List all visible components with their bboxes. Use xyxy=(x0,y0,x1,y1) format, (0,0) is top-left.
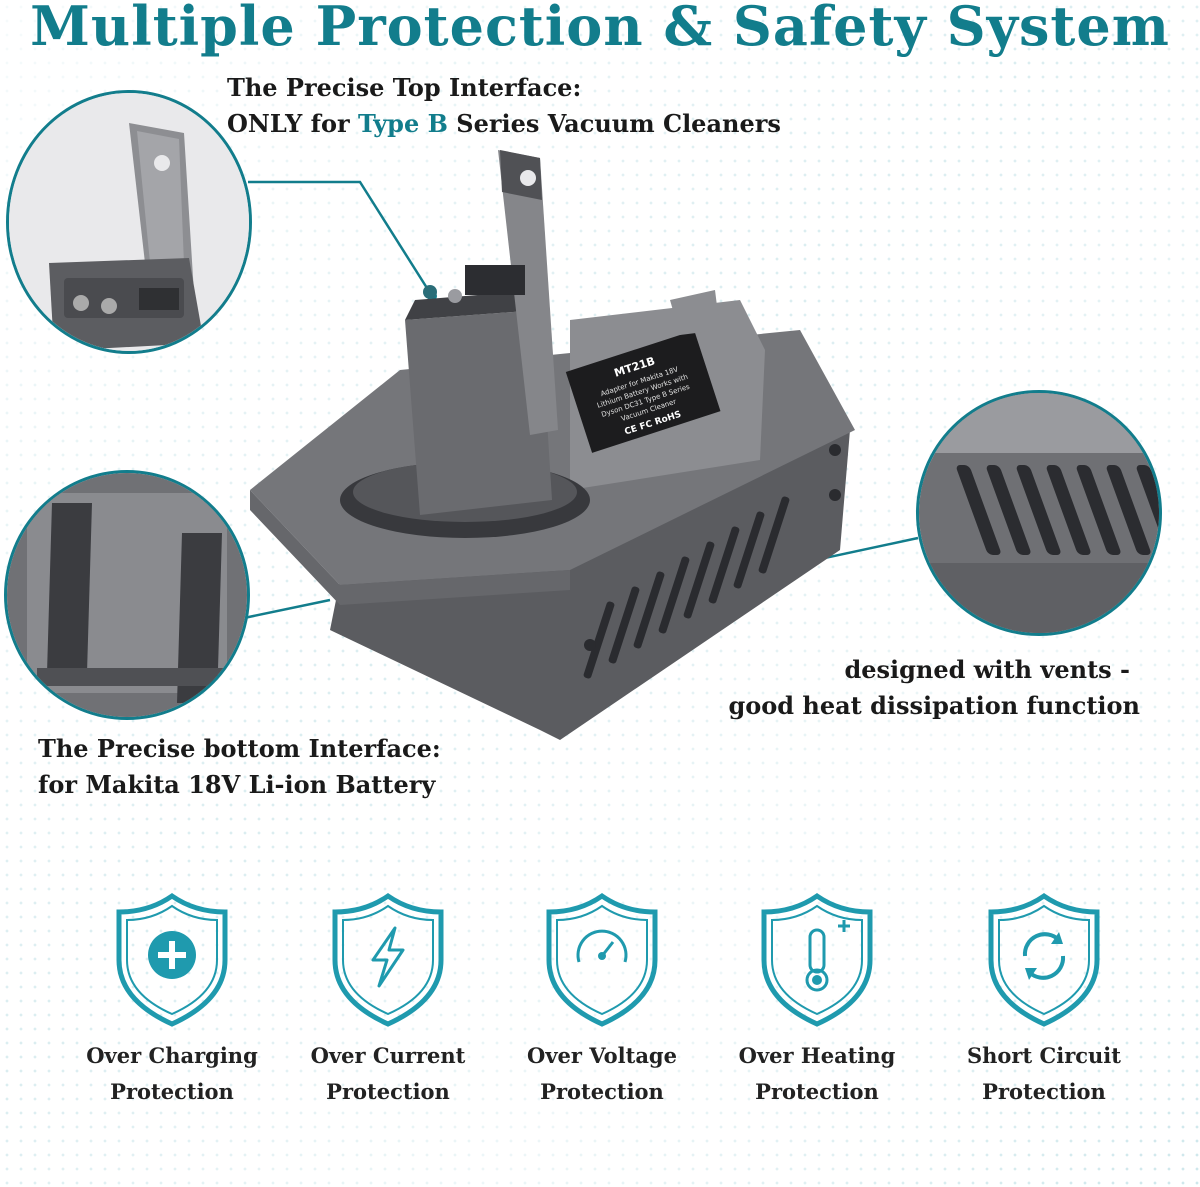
bottom-interface-line2: for Makita 18V Li-ion Battery xyxy=(38,770,436,799)
thermometer-icon xyxy=(761,892,873,1027)
vents-closeup-image xyxy=(919,393,1159,633)
top-interface-line2: ONLY for Type B Series Vacuum Cleaners xyxy=(227,109,781,138)
vents-caption: designed with vents - good heat dissipat… xyxy=(712,652,1140,724)
top-interface-zoom xyxy=(6,90,252,354)
bottom-interface-zoom xyxy=(4,470,250,720)
feature-short-circuit: Short Circuit Protection xyxy=(934,890,1154,1110)
feature-over-current: Over Current Protection xyxy=(278,890,498,1110)
feature-label: Over Current Protection xyxy=(310,1043,466,1104)
top-interface-closeup-image xyxy=(9,93,249,351)
protection-features: Over Charging Protection Over Current Pr… xyxy=(62,890,1142,1110)
plus-circle-icon xyxy=(116,892,228,1027)
feature-label: Over Charging Protection xyxy=(86,1043,258,1104)
vents-line2: good heat dissipation function xyxy=(728,691,1140,720)
top-interface-caption: The Precise Top Interface: ONLY for Type… xyxy=(227,70,781,142)
feature-over-voltage: Over Voltage Protection xyxy=(492,890,712,1110)
adapter-product-image: MT21B Adapter for Makita 18V Lithium Bat… xyxy=(250,150,855,740)
lightning-icon xyxy=(332,892,444,1027)
gauge-icon xyxy=(546,892,658,1027)
bottom-interface-closeup-image xyxy=(7,473,247,717)
feature-label: Over Voltage Protection xyxy=(527,1043,677,1104)
vents-zoom xyxy=(916,390,1162,636)
feature-over-charging: Over Charging Protection xyxy=(62,890,282,1110)
feature-label: Over Heating Protection xyxy=(738,1043,896,1104)
vents-line1: designed with vents - xyxy=(844,655,1130,684)
bottom-interface-line1: The Precise bottom Interface: xyxy=(38,734,441,763)
cycle-arrows-icon xyxy=(988,892,1100,1027)
bottom-interface-caption: The Precise bottom Interface: for Makita… xyxy=(38,731,441,803)
page-title: Multiple Protection & Safety System xyxy=(30,0,1170,58)
top-interface-line1: The Precise Top Interface: xyxy=(227,73,582,102)
feature-over-heating: Over Heating Protection xyxy=(707,890,927,1110)
feature-label: Short Circuit Protection xyxy=(966,1043,1121,1104)
type-b-highlight: Type B xyxy=(358,109,448,138)
